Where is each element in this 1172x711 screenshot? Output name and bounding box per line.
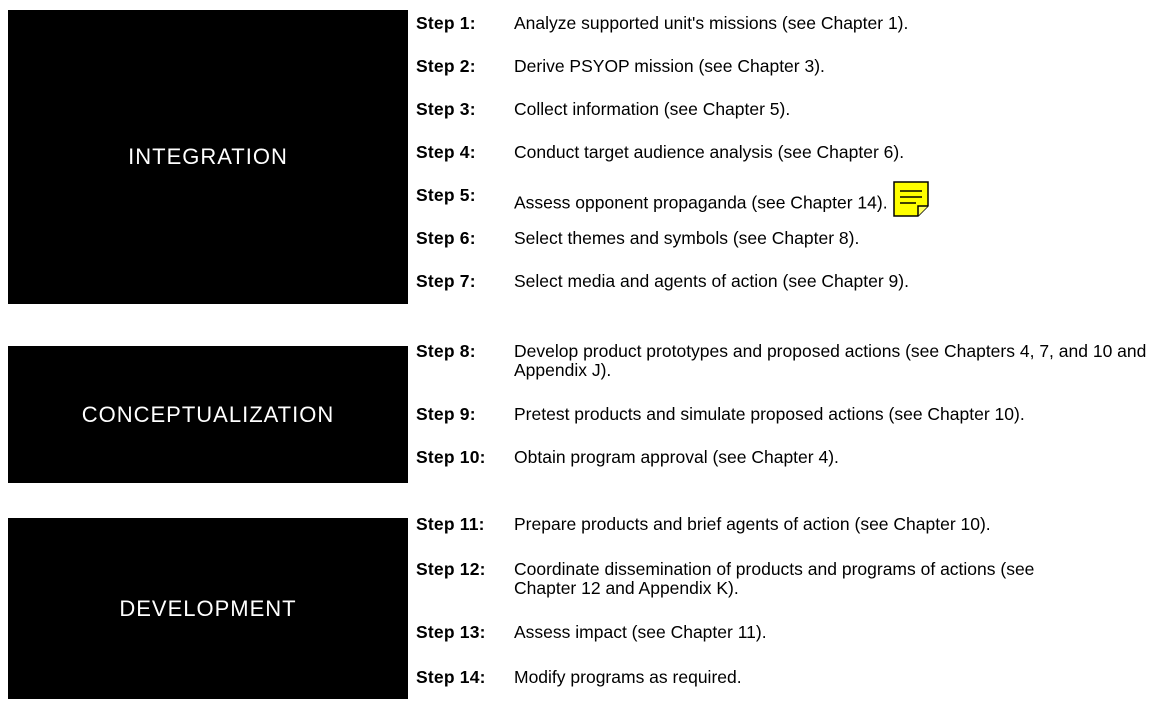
- step-text: Modify programs as required.: [514, 667, 742, 687]
- step-text-content: Assess opponent propaganda (see Chapter …: [514, 192, 888, 213]
- step-label: Step 14:: [416, 667, 486, 687]
- step-text: Obtain program approval (see Chapter 4).: [514, 447, 839, 467]
- step-label: Step 13:: [416, 622, 486, 642]
- step-label: Step 7:: [416, 271, 476, 291]
- step-text: Conduct target audience analysis (see Ch…: [514, 142, 905, 162]
- step-text: Pretest products and simulate proposed a…: [514, 404, 1025, 424]
- step-text: Select themes and symbols (see Chapter 8…: [514, 228, 860, 248]
- step-9: Step 9: Pretest products and simulate pr…: [416, 405, 1166, 424]
- phase-label-development: DEVELOPMENT: [119, 595, 297, 621]
- step-text: Coordinate dissemination of products and…: [514, 559, 1035, 598]
- step-label: Step 10:: [416, 447, 486, 467]
- phase-integration: INTEGRATION: [8, 10, 408, 304]
- step-text: Assess opponent propaganda (see Chapter …: [514, 181, 1166, 222]
- step-label: Step 5:: [416, 185, 476, 205]
- step-13: Step 13: Assess impact (see Chapter 11).: [416, 623, 1166, 642]
- step-text: Assess impact (see Chapter 11).: [514, 622, 767, 642]
- step-8: Step 8: Develop product prototypes and p…: [416, 342, 1166, 380]
- step-label: Step 8:: [416, 341, 476, 361]
- step-text: Analyze supported unit's missions (see C…: [514, 13, 909, 33]
- step-label: Step 11:: [416, 514, 485, 534]
- step-label: Step 4:: [416, 142, 476, 162]
- step-label: Step 6:: [416, 228, 476, 248]
- step-text: Derive PSYOP mission (see Chapter 3).: [514, 56, 825, 76]
- step-label: Step 2:: [416, 56, 476, 76]
- phase-label-integration: INTEGRATION: [128, 144, 288, 169]
- phase-conceptualization: CONCEPTUALIZATION: [8, 346, 408, 483]
- step-12: Step 12: Coordinate dissemination of pro…: [416, 560, 1166, 598]
- step-text: Collect information (see Chapter 5).: [514, 99, 791, 119]
- step-label: Step 9:: [416, 404, 476, 424]
- step-text: Prepare products and brief agents of act…: [514, 514, 991, 534]
- step-4: Step 4: Conduct target audience analysis…: [416, 143, 1166, 162]
- phase-label-conceptualization: CONCEPTUALIZATION: [81, 401, 335, 427]
- phase-development: DEVELOPMENT: [8, 518, 408, 699]
- step-label: Step 12:: [416, 559, 486, 579]
- step-label: Step 3:: [416, 99, 476, 119]
- step-11: Step 11: Prepare products and brief agen…: [416, 515, 1166, 534]
- step-text: Develop product prototypes and proposed …: [514, 341, 1147, 380]
- step-6: Step 6: Select themes and symbols (see C…: [416, 229, 1166, 248]
- step-3: Step 3: Collect information (see Chapter…: [416, 100, 1166, 119]
- step-5: Step 5: Assess opponent propaganda (see …: [416, 181, 1166, 222]
- step-10: Step 10: Obtain program approval (see Ch…: [416, 448, 1166, 467]
- step-label: Step 1:: [416, 13, 476, 33]
- step-text: Select media and agents of action (see C…: [514, 271, 909, 291]
- step-1: Step 1: Analyze supported unit's mission…: [416, 14, 1166, 33]
- sticky-note-icon[interactable]: [892, 180, 930, 222]
- step-7: Step 7: Select media and agents of actio…: [416, 272, 1166, 291]
- step-2: Step 2: Derive PSYOP mission (see Chapte…: [416, 57, 1166, 76]
- step-14: Step 14: Modify programs as required.: [416, 668, 1166, 687]
